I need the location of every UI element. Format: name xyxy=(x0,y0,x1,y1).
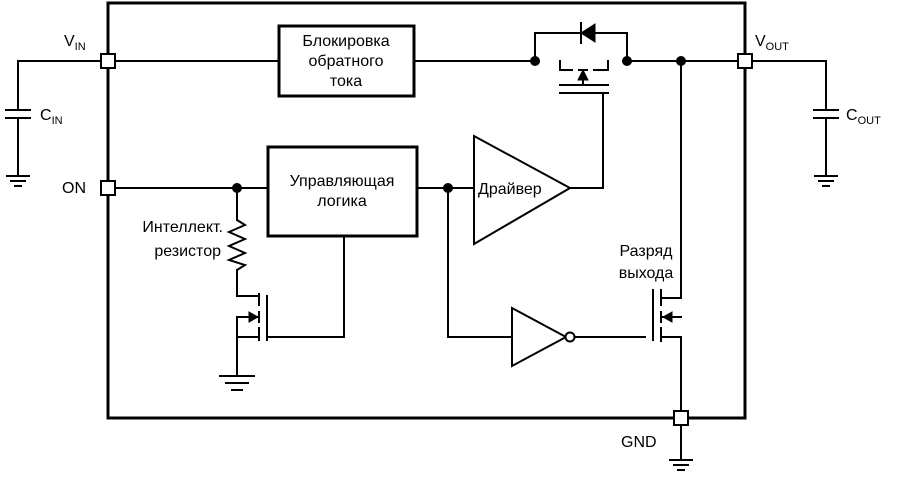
vout-pin xyxy=(737,53,753,69)
junction-dot xyxy=(530,56,540,66)
control-logic-line2: логика xyxy=(317,193,367,210)
output-discharge-line1: Разряд xyxy=(620,243,674,260)
reverse-block-line1: Блокировка xyxy=(302,33,389,50)
ground-icon xyxy=(814,175,838,187)
discharge-transistor xyxy=(652,289,682,342)
inverter-icon xyxy=(511,306,569,368)
smart-resistor-label-line2: резистор xyxy=(154,243,221,260)
reverse-current-block xyxy=(277,24,416,98)
vin-external-wiring xyxy=(5,60,109,177)
gnd-pin xyxy=(673,410,689,426)
junction-dot xyxy=(232,183,242,193)
control-logic-block xyxy=(266,145,419,238)
vin-pin-label: VIN xyxy=(64,33,86,53)
reverse-block-line3: тока xyxy=(330,73,362,90)
internal-wiring xyxy=(115,60,738,411)
junction-dot xyxy=(676,56,686,66)
smart-resistor-label-line1: Интеллект. xyxy=(142,219,223,236)
ground-icon xyxy=(669,459,693,471)
driver-label: Драйвер xyxy=(478,181,542,198)
inverter-bubble xyxy=(564,331,576,343)
vout-pin-label: VOUT xyxy=(755,33,789,53)
resistor-icon xyxy=(226,219,248,271)
vout-external-wiring xyxy=(744,60,839,177)
output-discharge-line2: выхода xyxy=(619,265,674,282)
ground-icon xyxy=(6,175,30,187)
ground-icon xyxy=(219,375,255,391)
junction-dot xyxy=(443,183,453,193)
nmos-transistor xyxy=(236,293,268,341)
on-pin xyxy=(100,180,116,196)
cout-label: COUT xyxy=(846,107,881,127)
driver-block xyxy=(473,134,573,246)
diode-icon xyxy=(580,22,596,44)
gnd-pin-label: GND xyxy=(621,434,657,451)
vin-pin xyxy=(100,53,116,69)
junction-dot xyxy=(622,56,632,66)
reverse-block-line2: обратного xyxy=(309,53,384,70)
on-pin-label: ON xyxy=(62,180,86,197)
ic-outline xyxy=(106,1,747,420)
cin-label: CIN xyxy=(40,107,63,127)
control-logic-line1: Управляющая xyxy=(290,173,395,190)
